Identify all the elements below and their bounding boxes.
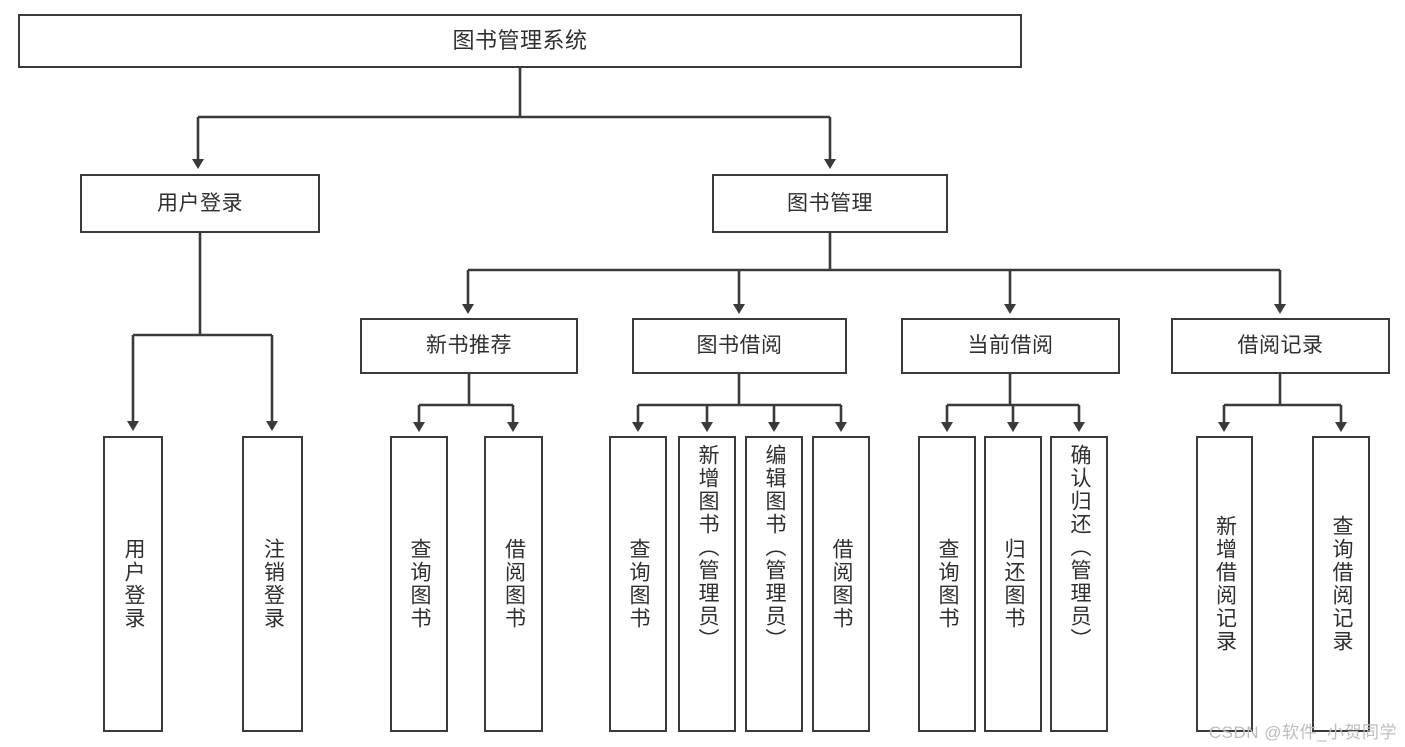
leaf-label: 归还图书 [1002, 538, 1026, 630]
leaf-user-login-login[interactable]: 用户登录 [103, 436, 163, 732]
leaf-book-borrow-add-book[interactable]: 新增图书（管理员） [678, 436, 736, 732]
node-book-management-label: 图书管理 [787, 191, 873, 215]
leaf-label: 用户登录 [122, 538, 146, 630]
leaf-label: 查询图书 [408, 538, 432, 630]
leaf-book-borrow-edit-book[interactable]: 编辑图书（管理员） [745, 436, 803, 732]
leaf-borrow-record-query-record[interactable]: 查询借阅记录 [1312, 436, 1370, 732]
node-current-borrow[interactable]: 当前借阅 [901, 318, 1120, 374]
leaf-label: 注销登录 [261, 538, 285, 630]
leaf-label: 新增借阅记录 [1213, 515, 1237, 653]
node-borrow-record-label: 借阅记录 [1237, 334, 1324, 358]
leaf-new-book-query-book[interactable]: 查询图书 [390, 436, 448, 732]
node-new-book-recommend-label: 新书推荐 [426, 334, 512, 358]
node-new-book-recommend[interactable]: 新书推荐 [360, 318, 578, 374]
node-user-login-label: 用户登录 [157, 191, 243, 215]
node-root[interactable]: 图书管理系统 [18, 14, 1022, 68]
leaf-current-borrow-return-book[interactable]: 归还图书 [984, 436, 1042, 732]
node-book-borrow-label: 图书借阅 [696, 334, 783, 358]
node-borrow-record[interactable]: 借阅记录 [1171, 318, 1390, 374]
leaf-label: 编辑图书（管理员） [763, 444, 787, 651]
node-book-borrow[interactable]: 图书借阅 [632, 318, 847, 374]
node-root-label: 图书管理系统 [452, 27, 588, 53]
leaf-label: 借阅图书 [830, 538, 854, 630]
leaf-new-book-borrow-book[interactable]: 借阅图书 [484, 436, 543, 732]
node-user-login[interactable]: 用户登录 [80, 174, 320, 233]
leaf-book-borrow-query-book[interactable]: 查询图书 [609, 436, 667, 732]
node-book-management[interactable]: 图书管理 [712, 174, 948, 233]
watermark: CSDN @软件_小贺同学 [1208, 723, 1397, 742]
leaf-current-borrow-query-book[interactable]: 查询图书 [918, 436, 976, 732]
leaf-label: 查询图书 [627, 538, 651, 630]
leaf-user-login-logout[interactable]: 注销登录 [242, 436, 303, 732]
leaf-current-borrow-confirm-return[interactable]: 确认归还（管理员） [1050, 436, 1108, 732]
node-current-borrow-label: 当前借阅 [967, 334, 1054, 358]
leaf-label: 查询图书 [936, 538, 960, 630]
leaf-label: 确认归还（管理员） [1068, 444, 1092, 651]
leaf-borrow-record-add-record[interactable]: 新增借阅记录 [1196, 436, 1253, 732]
leaf-label: 新增图书（管理员） [696, 444, 720, 651]
leaf-label: 借阅图书 [502, 538, 526, 630]
leaf-book-borrow-borrow-book[interactable]: 借阅图书 [812, 436, 870, 732]
leaf-label: 查询借阅记录 [1330, 515, 1354, 653]
